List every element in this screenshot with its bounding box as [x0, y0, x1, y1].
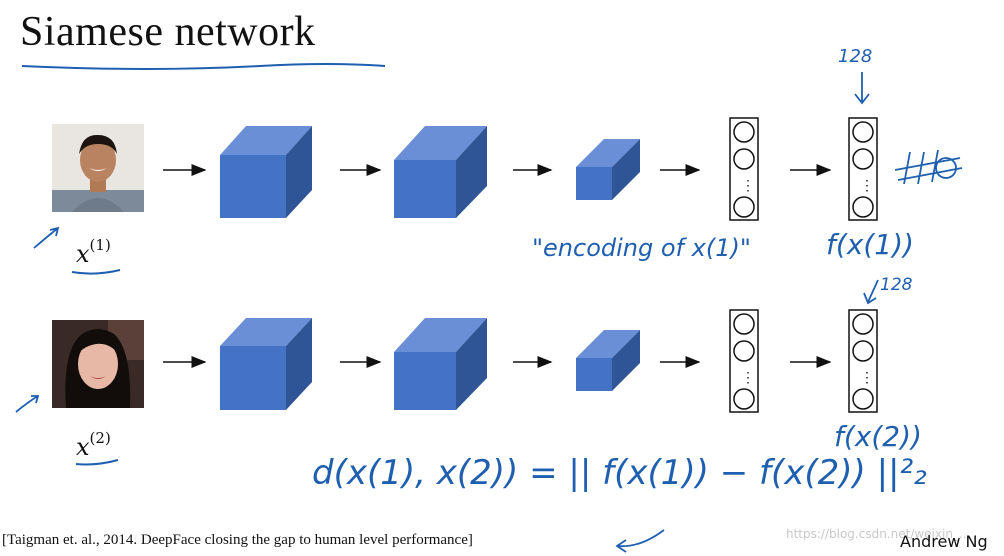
input-label-1-underline [71, 269, 121, 275]
input-label-2-underline [75, 459, 119, 466]
title-underline [21, 63, 386, 70]
dim-arrow-bottom [863, 279, 879, 305]
dim-arrow-top [854, 72, 870, 105]
conv-block-cube [576, 139, 640, 200]
fc-layer-vector: ⋮ [729, 309, 759, 413]
f-x2-label: f(x(2)) [834, 420, 922, 453]
crossed-out-scribble [894, 149, 963, 185]
encoding-vector: ⋮ [848, 309, 878, 413]
conv-block-cube [394, 126, 487, 218]
input-label-1: x(1) [76, 236, 111, 268]
svg-text:⋮: ⋮ [741, 177, 755, 193]
distance-formula: d(x(1), x(2)) = || f(x(1)) − f(x(2)) ||²… [312, 453, 927, 493]
author-name: Andrew Ng [900, 532, 988, 551]
conv-block-cube [576, 330, 640, 391]
encoding-note: "encoding of x(1)" [532, 234, 751, 262]
pointer-arrow-2 [15, 395, 40, 413]
dim-label-bottom: 128 [880, 275, 913, 295]
conv-block-cube [220, 318, 312, 410]
pointer-arrow-1 [33, 226, 60, 249]
citation: [Taigman et. al., 2014. DeepFace closing… [2, 532, 473, 548]
svg-text:⋮: ⋮ [860, 369, 874, 385]
face-photo-female [52, 320, 144, 408]
encoding-vector: ⋮ [848, 117, 878, 221]
fc-layer-vector: ⋮ [729, 117, 759, 221]
svg-text:⋮: ⋮ [860, 177, 874, 193]
citation-arrow [615, 529, 665, 553]
row-bottom: ⋮ ⋮ [163, 309, 878, 413]
svg-text:⋮: ⋮ [741, 369, 755, 385]
watermark-text: https://blog.csdn.net/weixin_... [786, 527, 971, 541]
conv-block-cube [394, 318, 487, 410]
row-top: ⋮ ⋮ [163, 117, 878, 221]
dim-label-top: 128 [838, 46, 872, 67]
face-photo-male [52, 124, 144, 212]
conv-block-cube [220, 126, 312, 218]
slide-title: Siamese network [20, 9, 316, 55]
f-x1-label: f(x(1)) [826, 228, 914, 261]
input-label-2: x(2) [76, 429, 111, 461]
